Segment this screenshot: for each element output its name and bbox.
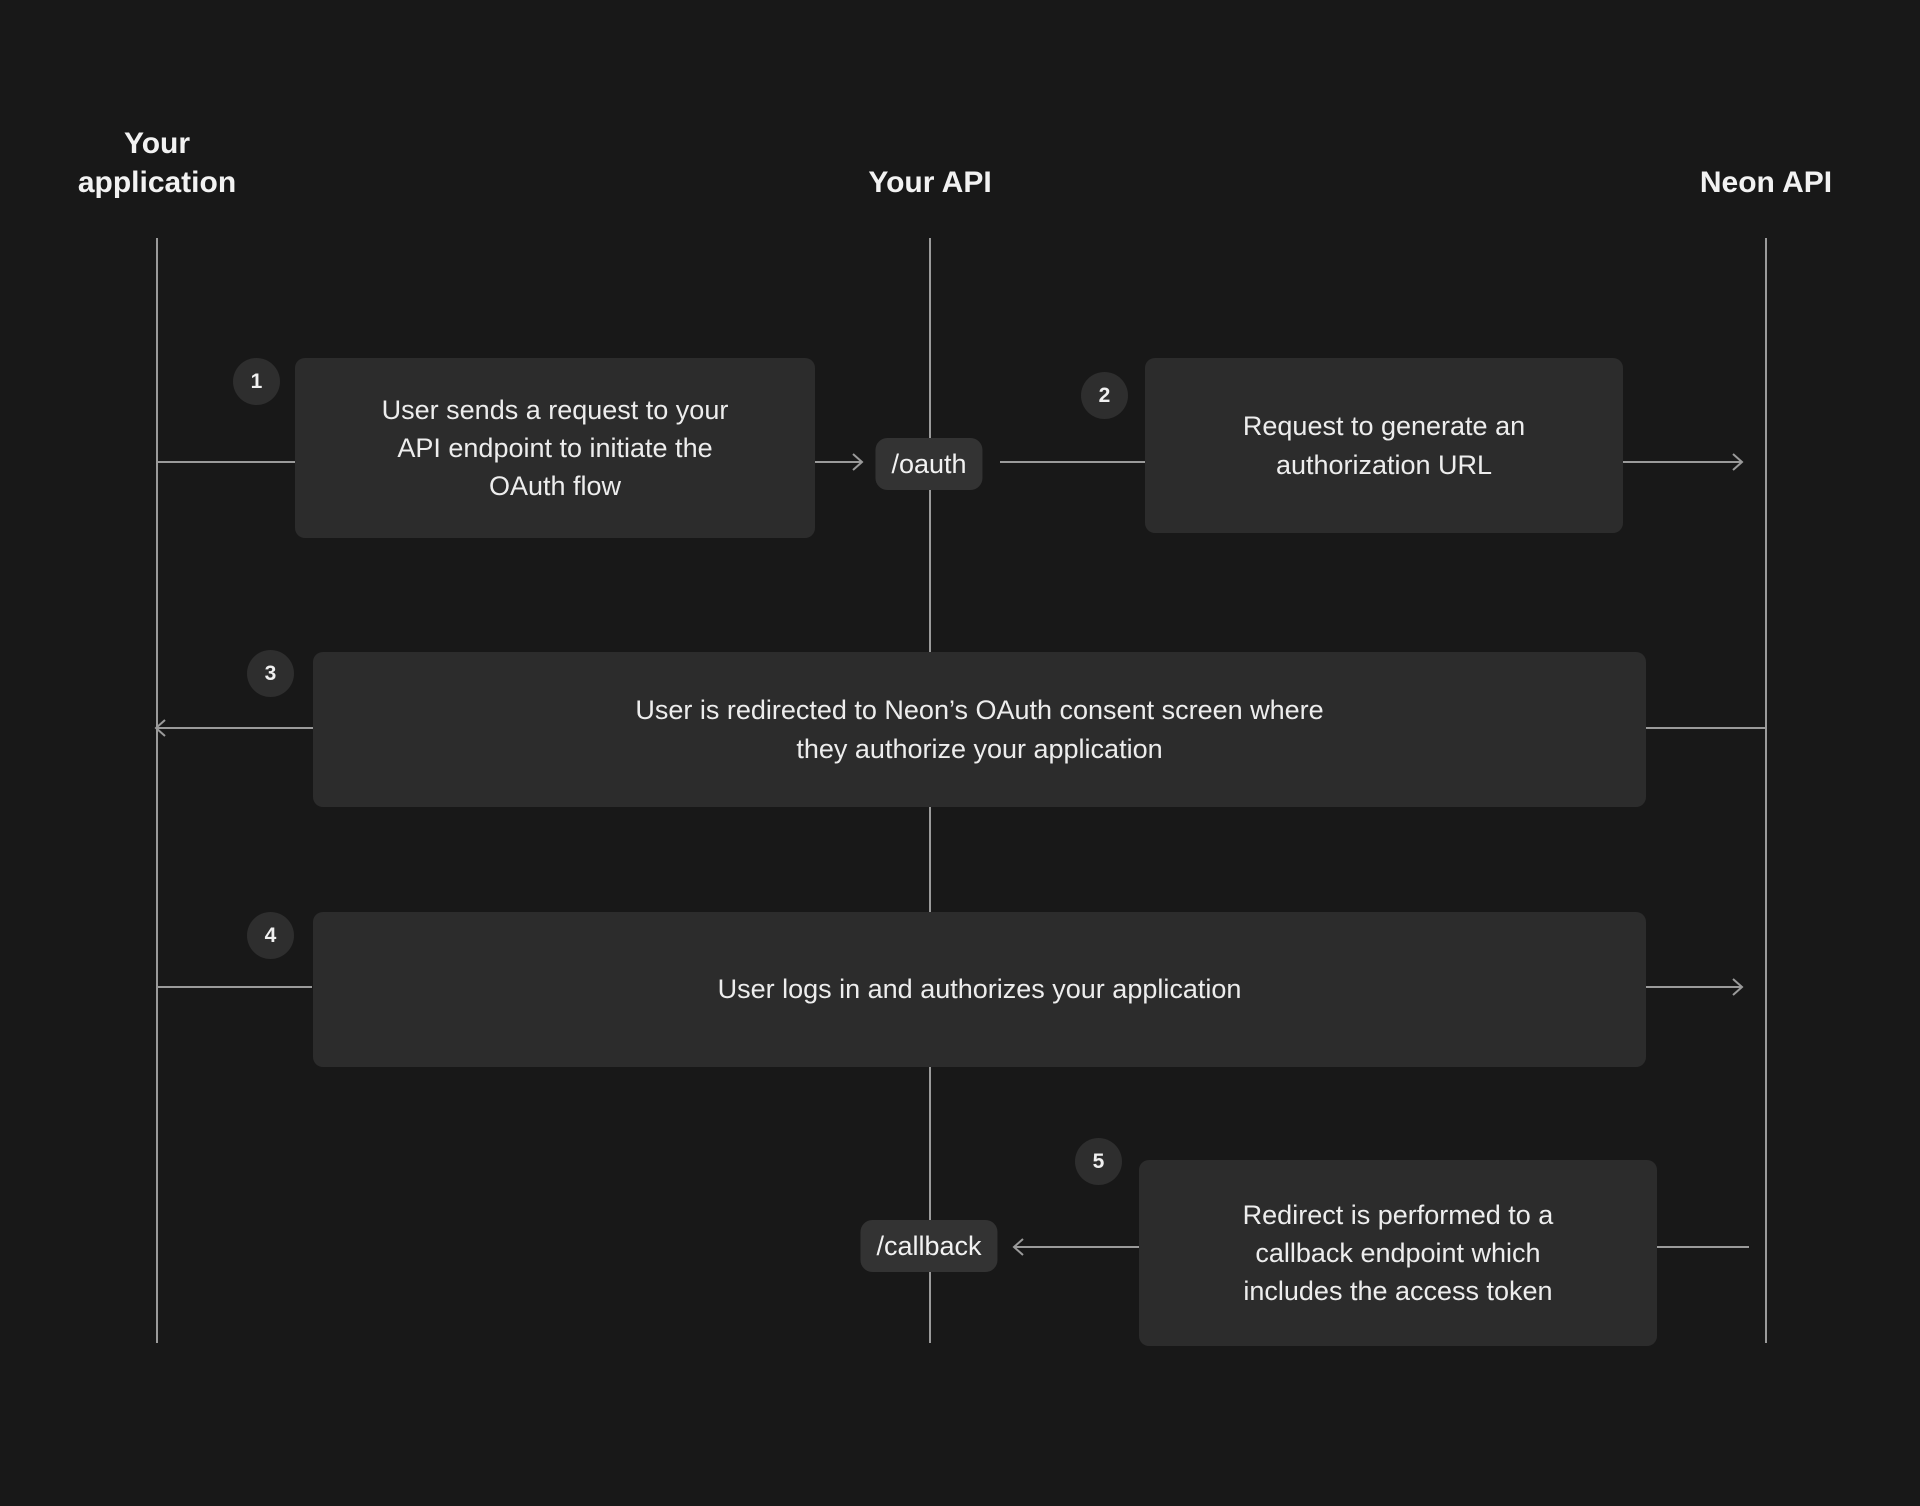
lifeline-your-application [156,238,158,1343]
connector-step-2-in [1000,461,1145,463]
step-box-2: Request to generate an authorization URL [1145,358,1623,533]
arrowhead-step-4-right-icon [1722,978,1744,996]
step-box-1: User sends a request to your API endpoin… [295,358,815,538]
oauth-endpoint-pill[interactable]: /oauth [875,438,983,490]
step-badge-3: 3 [247,650,294,697]
step-badge-5: 5 [1075,1138,1122,1185]
connector-step-3-left [168,727,313,729]
connector-step-5-left [1026,1246,1140,1248]
connector-step-5-right [1657,1246,1749,1248]
connector-step-2-out [1623,461,1738,463]
lifeline-neon-api [1765,238,1767,1343]
arrowhead-step-1-right-icon [842,453,864,471]
lifeline-label-your-api: Your API [868,166,992,199]
step-badge-1: 1 [233,358,280,405]
step-box-4: User logs in and authorizes your applica… [313,912,1646,1067]
step-text-5: Redirect is performed to a callback endp… [1242,1199,1554,1307]
step-text-4: User logs in and authorizes your applica… [717,974,1242,1005]
connector-step-3-right [1646,727,1766,729]
step-text-3: User is redirected to Neon’s OAuth conse… [635,695,1324,764]
connector-step-4-right [1646,986,1738,988]
callback-endpoint-pill[interactable]: /callback [860,1220,998,1272]
lifeline-label-neon-api: Neon API [1699,166,1833,199]
connector-step-4-left [157,986,312,988]
step-text-1: User sends a request to your API endpoin… [381,394,729,502]
step-badge-2: 2 [1081,372,1128,419]
step-badge-4: 4 [247,912,294,959]
step-box-5: Redirect is performed to a callback endp… [1139,1160,1657,1346]
step-text-2: Request to generate an authorization URL [1242,411,1526,480]
lifeline-label-your-application: Your application [77,127,237,199]
step-box-3: User is redirected to Neon’s OAuth conse… [313,652,1646,807]
arrowhead-step-2-right-icon [1722,453,1744,471]
